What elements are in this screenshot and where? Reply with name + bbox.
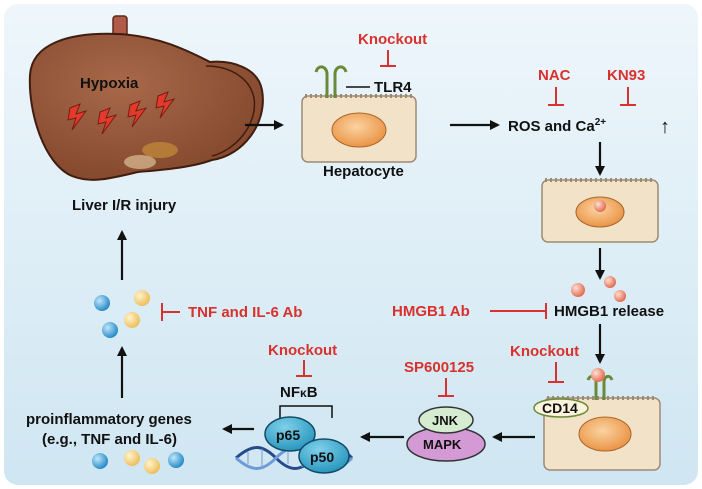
cytokine-dots [94,290,150,338]
kn93-inhibition-symbol [620,87,636,106]
liver-ir-injury-label: Liver I/R injury [72,197,177,214]
tnf-il6-ab-inhibition-symbol [161,303,180,321]
mapk-label: MAPK [423,437,462,452]
liver-organ [28,15,264,181]
proinflammatory-genes-label: proinflammatory genes [26,411,192,428]
nfkb-knockout-label: Knockout [268,342,337,359]
cd14-inhibition-symbol [548,362,564,383]
hmgb1-ab-inhibition-symbol [490,303,547,319]
hmgb1-ab-label: HMGB1 Ab [392,303,470,320]
hmgb1-particles [571,276,626,302]
up-arrow-icon: ↑ [660,116,670,138]
nac-label: NAC [538,67,571,84]
nac-inhibition-symbol [548,87,564,106]
tlr4-inhibition-symbol [380,50,396,67]
p50-label: p50 [310,449,334,465]
hmgb1-bound-particle [591,368,605,382]
gene-product-dots [92,450,184,474]
tnf-il6-ab-label: TNF and IL-6 Ab [188,304,302,321]
nfkb-inhibition-symbol [296,360,312,377]
p65-label: p65 [276,427,300,443]
proinflammatory-genes-example: (e.g., TNF and IL-6) [42,431,177,448]
ros-ca-label: ROS and Ca2+ [508,117,606,135]
tlr4-receptor [314,65,348,98]
hepatocyte-cell-hmgb1 [541,178,659,243]
tlr4-label: TLR4 [374,79,412,96]
sp600125-inhibition-symbol [438,378,454,397]
hmgb1-release-label: HMGB1 release [554,303,664,320]
nfkb-bracket [279,405,333,418]
sp600125-label: SP600125 [404,359,474,376]
tlr4-knockout-label: Knockout [358,31,427,48]
p65-p50-complex [264,416,350,474]
cd14-label: CD14 [542,400,578,416]
lightning-bolt-icon [67,91,176,135]
hepatocyte-cell [301,94,417,163]
cd14-badge [533,398,589,418]
hepatocyte-label: Hepatocyte [323,163,404,180]
jnk-label: JNK [432,413,459,428]
mapk-complex [406,406,486,462]
cd14-knockout-label: Knockout [510,343,579,360]
kn93-label: KN93 [607,67,645,84]
hypoxia-label: Hypoxia [80,75,139,92]
nfkb-label: NFκB [280,384,318,401]
